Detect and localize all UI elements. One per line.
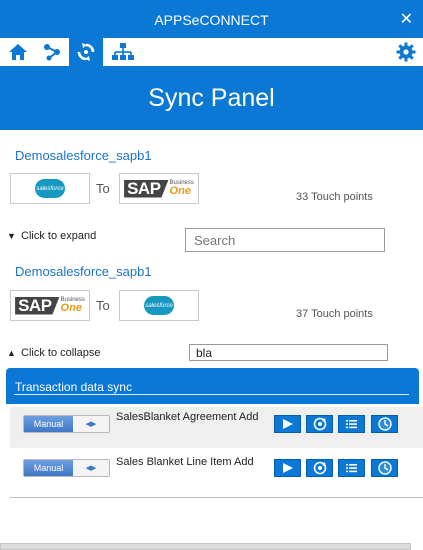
list-icon [345,420,357,429]
home-button[interactable] [1,38,35,66]
sync-circle-icon [313,461,326,475]
sap-logo: SAP Business One [15,296,85,315]
page-banner: Sync Panel [0,66,423,130]
salesforce-logo: salesforce [144,296,174,315]
page-title: Sync Panel [148,84,275,112]
horizontal-scrollbar[interactable] [0,543,411,550]
target-logo-salesforce: salesforce [119,290,199,321]
list-icon [345,464,357,473]
home-icon [9,44,27,60]
mode-toggle[interactable]: Manual ◀▶ [23,459,110,477]
mode-label: Manual [24,416,73,432]
collapse-toggle[interactable]: ▲ Click to collapse [7,347,100,359]
arrows-icon: ◀▶ [85,465,97,472]
sync-button[interactable] [69,38,103,66]
group-header[interactable]: Transaction data sync [6,368,419,404]
search-input[interactable] [189,344,388,361]
sap-logo: SAP Business One [124,179,194,198]
run-button[interactable] [274,459,301,477]
source-logo-sap: SAP Business One [10,290,90,321]
arrows-icon: ◀▶ [85,421,97,428]
title-bar: APPSeCONNECT ✕ [0,0,423,38]
close-icon[interactable]: ✕ [399,11,413,28]
sync-icon [77,43,95,61]
settings-button[interactable] [389,38,423,66]
schedule-button[interactable] [371,415,398,433]
log-button[interactable] [338,459,365,477]
play-icon [282,463,293,473]
expand-toggle[interactable]: ▼ Click to expand [7,230,96,242]
gear-icon [396,42,416,62]
search-input[interactable] [185,228,385,252]
org-chart-icon [112,43,134,60]
run-button[interactable] [274,415,301,433]
log-button[interactable] [338,415,365,433]
sync-row: Manual ◀▶ SalesBlanket Agreement Add [10,407,423,448]
connections-button[interactable] [35,38,69,66]
mode-toggle[interactable]: Manual ◀▶ [23,415,110,433]
app-title: APPSeCONNECT [154,12,269,28]
source-logo-salesforce: salesforce [10,173,90,204]
connection-name[interactable]: Demosalesforce_sapb1 [15,264,152,279]
sync-now-button[interactable] [306,459,333,477]
chevron-up-icon: ▲ [7,348,16,358]
play-icon [282,419,293,429]
toolbar [0,38,423,66]
expand-label: Click to expand [21,230,97,242]
touch-points-count: 37 Touch points [296,308,373,320]
chevron-down-icon: ▼ [7,231,16,241]
network-icon [44,44,60,61]
collapse-label: Click to collapse [21,347,101,359]
group-underline [14,394,409,395]
target-logo-sap: SAP Business One [119,173,199,204]
sync-item-label: Sales Blanket Line Item Add [116,456,254,468]
to-label: To [96,298,110,313]
divider [10,497,423,498]
clock-icon [377,461,392,475]
mode-label: Manual [24,460,73,476]
to-label: To [96,181,110,196]
sync-now-button[interactable] [306,415,333,433]
schedule-button[interactable] [371,459,398,477]
sync-row: Manual ◀▶ Sales Blanket Line Item Add [10,450,423,490]
hierarchy-button[interactable] [106,38,140,66]
group-title: Transaction data sync [15,380,132,394]
sync-circle-icon [313,417,326,431]
salesforce-logo: salesforce [35,179,65,198]
touch-points-count: 33 Touch points [296,191,373,203]
connection-name[interactable]: Demosalesforce_sapb1 [15,148,152,163]
clock-icon [377,417,392,431]
sync-item-label: SalesBlanket Agreement Add [116,411,259,423]
